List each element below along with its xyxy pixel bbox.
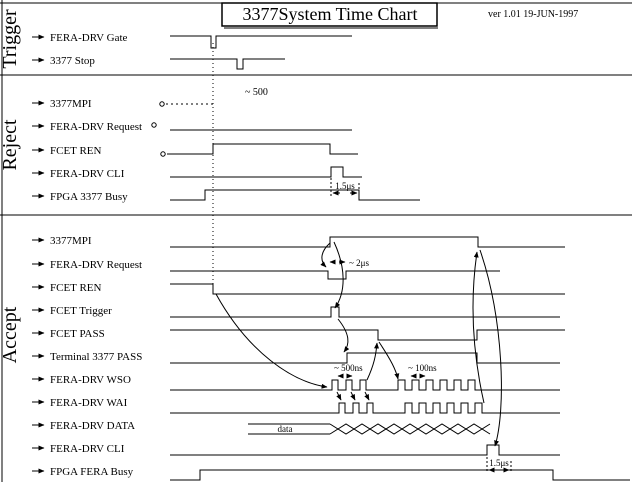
- signal-label: FERA-DRV Request: [50, 259, 142, 271]
- annotation-mpi-delay: ~ 500: [245, 87, 268, 98]
- signal-label: 3377 Stop: [50, 55, 95, 67]
- signal-row: FERA-DRV Request: [32, 121, 352, 133]
- signal-row: FERA-DRV CLI: [32, 166, 362, 180]
- waveform-fpga-3377-busy: [170, 189, 420, 201]
- signal-row: FERA-DRV Request ~ 2μs: [32, 258, 500, 280]
- annotation-data: data: [278, 424, 293, 434]
- signal-label: FERA-DRV WAI: [50, 397, 128, 409]
- signal-label: 3377MPI: [50, 235, 92, 247]
- signal-row: FPGA 3377 Busy: [32, 189, 420, 203]
- signal-label: FERA-DRV Request: [50, 121, 142, 133]
- signal-label: FPGA 3377 Busy: [50, 191, 128, 203]
- signal-label: 3377MPI: [50, 98, 92, 110]
- open-circle-marker: [151, 122, 157, 128]
- signal-label: FPGA FERA Busy: [50, 466, 134, 478]
- causality-arrow: [320, 242, 331, 268]
- signal-row: FERA-DRV DATA data: [32, 420, 491, 435]
- annotation-1-5us: 1.5μs: [489, 458, 509, 468]
- causality-arrow: [337, 318, 350, 353]
- signal-row: FCET Trigger: [32, 305, 560, 318]
- waveform-fera-drv-wso: [170, 379, 560, 391]
- signal-row: FERA-DRV WAI: [32, 391, 560, 414]
- title-box: [221, 2, 438, 27]
- chart-title: 3377System Time Chart: [242, 4, 417, 24]
- section-label-reject: Reject: [0, 119, 21, 171]
- waveform-fcet-ren-accept: [170, 283, 565, 295]
- signal-label: FCET Trigger: [50, 305, 112, 317]
- signal-row: FCET PASS: [32, 328, 565, 341]
- measurement-reject-cli-busy: 1.5μs: [330, 178, 360, 197]
- waveform-3377mpi-accept: [170, 236, 565, 248]
- section-label-trigger: Trigger: [0, 9, 21, 69]
- annotation-500ns: ~ 500ns: [334, 363, 363, 373]
- signal-row: FCET REN: [32, 143, 358, 157]
- wso-wai-link-arrow: [336, 391, 342, 401]
- open-circle-marker: [159, 101, 165, 107]
- signal-label: FERA-DRV CLI: [50, 443, 125, 455]
- causality-arrow: [378, 341, 400, 380]
- causality-arrow: [472, 251, 485, 404]
- causality-arrow: [215, 293, 328, 389]
- wso-wai-link-arrow: [350, 391, 356, 401]
- waveform-fera-drv-cli-accept: [170, 444, 560, 456]
- waveform-fpga-fera-busy: [170, 469, 630, 481]
- signal-row: FERA-DRV Gate: [32, 32, 352, 49]
- open-circle-marker: [160, 151, 166, 157]
- annotation-2us: ~ 2μs: [349, 258, 369, 268]
- signal-row: 3377MPI ~ 500: [32, 87, 268, 110]
- waveform-fcet-trigger: [170, 306, 560, 318]
- waveform-fera-drv-data-bus: [329, 423, 491, 435]
- causality-arrow: [366, 342, 380, 381]
- signal-row: FPGA FERA Busy: [32, 466, 630, 481]
- version-text: ver 1.01 19-JUN-1997: [488, 9, 578, 20]
- waveform-fera-drv-cli-reject: [170, 166, 362, 178]
- signal-label: FERA-DRV WSO: [50, 374, 131, 386]
- signal-row: 3377MPI: [32, 235, 565, 248]
- waveform-fera-drv-wai: [170, 402, 560, 414]
- signal-label: FCET PASS: [50, 328, 105, 340]
- signal-label: FCET REN: [50, 282, 102, 294]
- causality-arrow: [333, 241, 344, 309]
- signal-row: FCET REN: [32, 282, 565, 295]
- waveform-fera-drv-gate: [170, 35, 352, 49]
- waveform-fera-drv-data-bus: [329, 423, 491, 435]
- signal-label: FCET REN: [50, 145, 102, 157]
- signal-label: Terminal 3377 PASS: [50, 351, 142, 363]
- signal-row: 3377 Stop: [32, 55, 285, 70]
- section-label-accept: Accept: [0, 306, 21, 363]
- signal-label: FERA-DRV DATA: [50, 420, 135, 432]
- waveform-terminal-3377-pass: [170, 352, 560, 364]
- signal-label: FERA-DRV Gate: [50, 32, 128, 44]
- waveform-3377-stop: [170, 58, 285, 70]
- annotation-100ns: ~ 100ns: [408, 363, 437, 373]
- wso-wai-link-arrow: [364, 391, 370, 401]
- causality-arrow: [479, 249, 502, 447]
- signal-label: FERA-DRV CLI: [50, 168, 125, 180]
- signal-row: Terminal 3377 PASS: [32, 351, 560, 364]
- waveform-fera-drv-data-rails: [248, 423, 330, 435]
- waveform-fera-drv-request-accept: [170, 270, 500, 280]
- waveform-fcet-ren-reject: [167, 143, 358, 155]
- signal-row: FERA-DRV WSO ~ 500ns ~ 100ns: [32, 363, 560, 391]
- annotation-1-5us: 1.5μs: [335, 181, 355, 191]
- waveform-fcet-pass: [170, 329, 565, 341]
